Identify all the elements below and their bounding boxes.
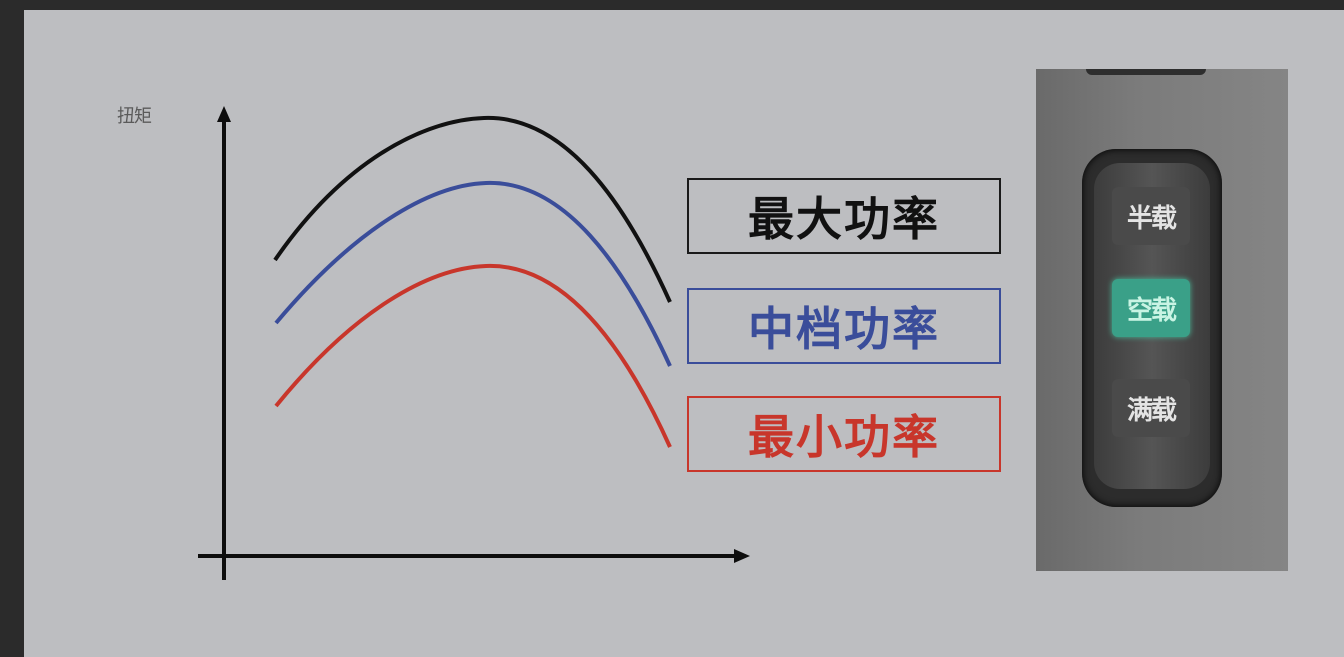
max-power-curve <box>273 115 672 303</box>
load-switch-photo: 半载 空载 满载 <box>1036 69 1288 571</box>
y-axis-label: 扭矩 <box>117 106 152 127</box>
full-load-button: 满载 <box>1112 379 1190 437</box>
switch-housing: 半载 空载 满载 <box>1082 149 1222 507</box>
x-axis-arrow <box>734 549 750 563</box>
half-load-button: 半载 <box>1112 187 1190 245</box>
y-axis-arrow <box>217 106 231 122</box>
legend-max-power: 最大功率 <box>687 178 1001 254</box>
mid-power-curve <box>274 180 672 367</box>
switch-bezel: 半载 空载 满载 <box>1094 163 1210 489</box>
legend-min-power: 最小功率 <box>687 396 1001 472</box>
slide: 扭矩 最大功率 中档功率 最小功率 半载 空载 满载 <box>24 10 1344 657</box>
min-power-curve <box>274 263 672 448</box>
no-load-button: 空载 <box>1112 279 1190 337</box>
legend-mid-power: 中档功率 <box>687 288 1001 364</box>
torque-diagram <box>198 106 750 580</box>
photo-top-bar <box>1086 69 1206 75</box>
